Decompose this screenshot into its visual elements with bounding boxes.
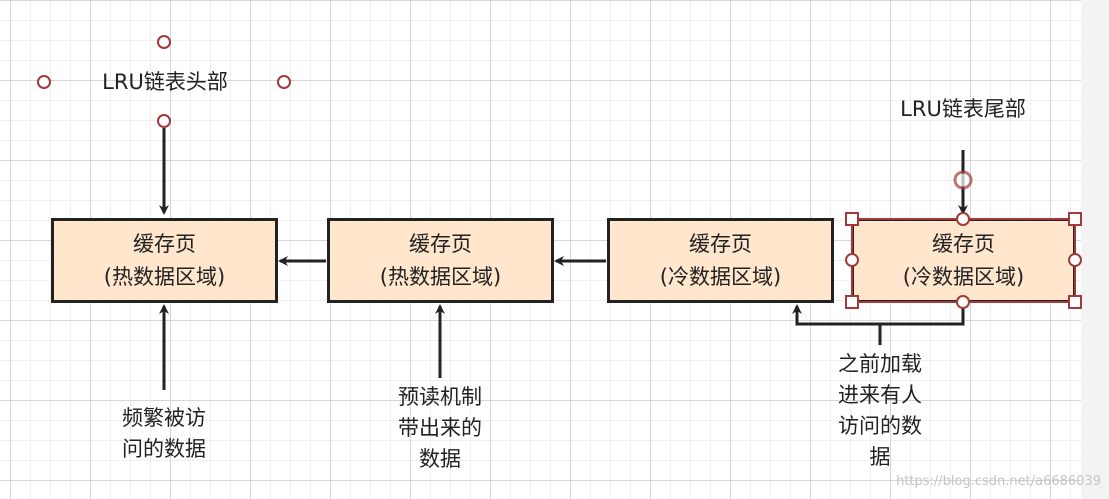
box-title: 缓存页 xyxy=(932,231,995,256)
annotation-line: 预读机制 xyxy=(398,385,482,409)
watermark: https://blog.csdn.net/a6686039 xyxy=(896,474,1101,489)
cache-page-hot-2[interactable]: 缓存页 (热数据区域) xyxy=(327,218,554,303)
connection-handle[interactable] xyxy=(37,75,51,89)
annotation-frequent[interactable]: 频繁被访 问的数据 xyxy=(94,403,234,465)
box-title: 缓存页 xyxy=(409,231,472,256)
arrow-accessed-route[interactable] xyxy=(792,304,965,326)
annotation-line: 据 xyxy=(869,445,891,469)
annotation-line: 访问的数 xyxy=(838,414,922,438)
box-subtitle: (冷数据区域) xyxy=(902,264,1025,289)
annotation-line: 带出来的 xyxy=(398,416,482,440)
box-subtitle: (热数据区域) xyxy=(103,264,226,289)
box-title: 缓存页 xyxy=(689,231,752,256)
cache-page-hot-1[interactable]: 缓存页 (热数据区域) xyxy=(51,218,278,303)
annotation-line: 数据 xyxy=(419,447,461,471)
lru-head-label: LRU链表头部 xyxy=(102,70,228,94)
box-subtitle: (冷数据区域) xyxy=(659,264,782,289)
connection-point[interactable] xyxy=(953,170,973,190)
annotation-line: 之前加载 xyxy=(838,352,922,376)
connection-handle[interactable] xyxy=(277,75,291,89)
scrollbar[interactable] xyxy=(1081,0,1109,499)
annotation-accessed[interactable]: 之前加载 进来有人 访问的数 据 xyxy=(810,349,950,473)
connection-handle[interactable] xyxy=(157,35,171,49)
box-subtitle: (热数据区域) xyxy=(379,264,502,289)
annotation-prefetch[interactable]: 预读机制 带出来的 数据 xyxy=(370,382,510,475)
connection-handle[interactable] xyxy=(157,114,171,128)
cache-page-cold-1[interactable]: 缓存页 (冷数据区域) xyxy=(607,218,834,303)
box-title: 缓存页 xyxy=(133,231,196,256)
annotation-line: 进来有人 xyxy=(838,383,922,407)
annotation-line: 问的数据 xyxy=(122,437,206,461)
cache-page-cold-2[interactable]: 缓存页 (冷数据区域) xyxy=(851,218,1076,303)
lru-tail-label: LRU链表尾部 xyxy=(900,97,1026,121)
annotation-line: 频繁被访 xyxy=(122,406,206,430)
